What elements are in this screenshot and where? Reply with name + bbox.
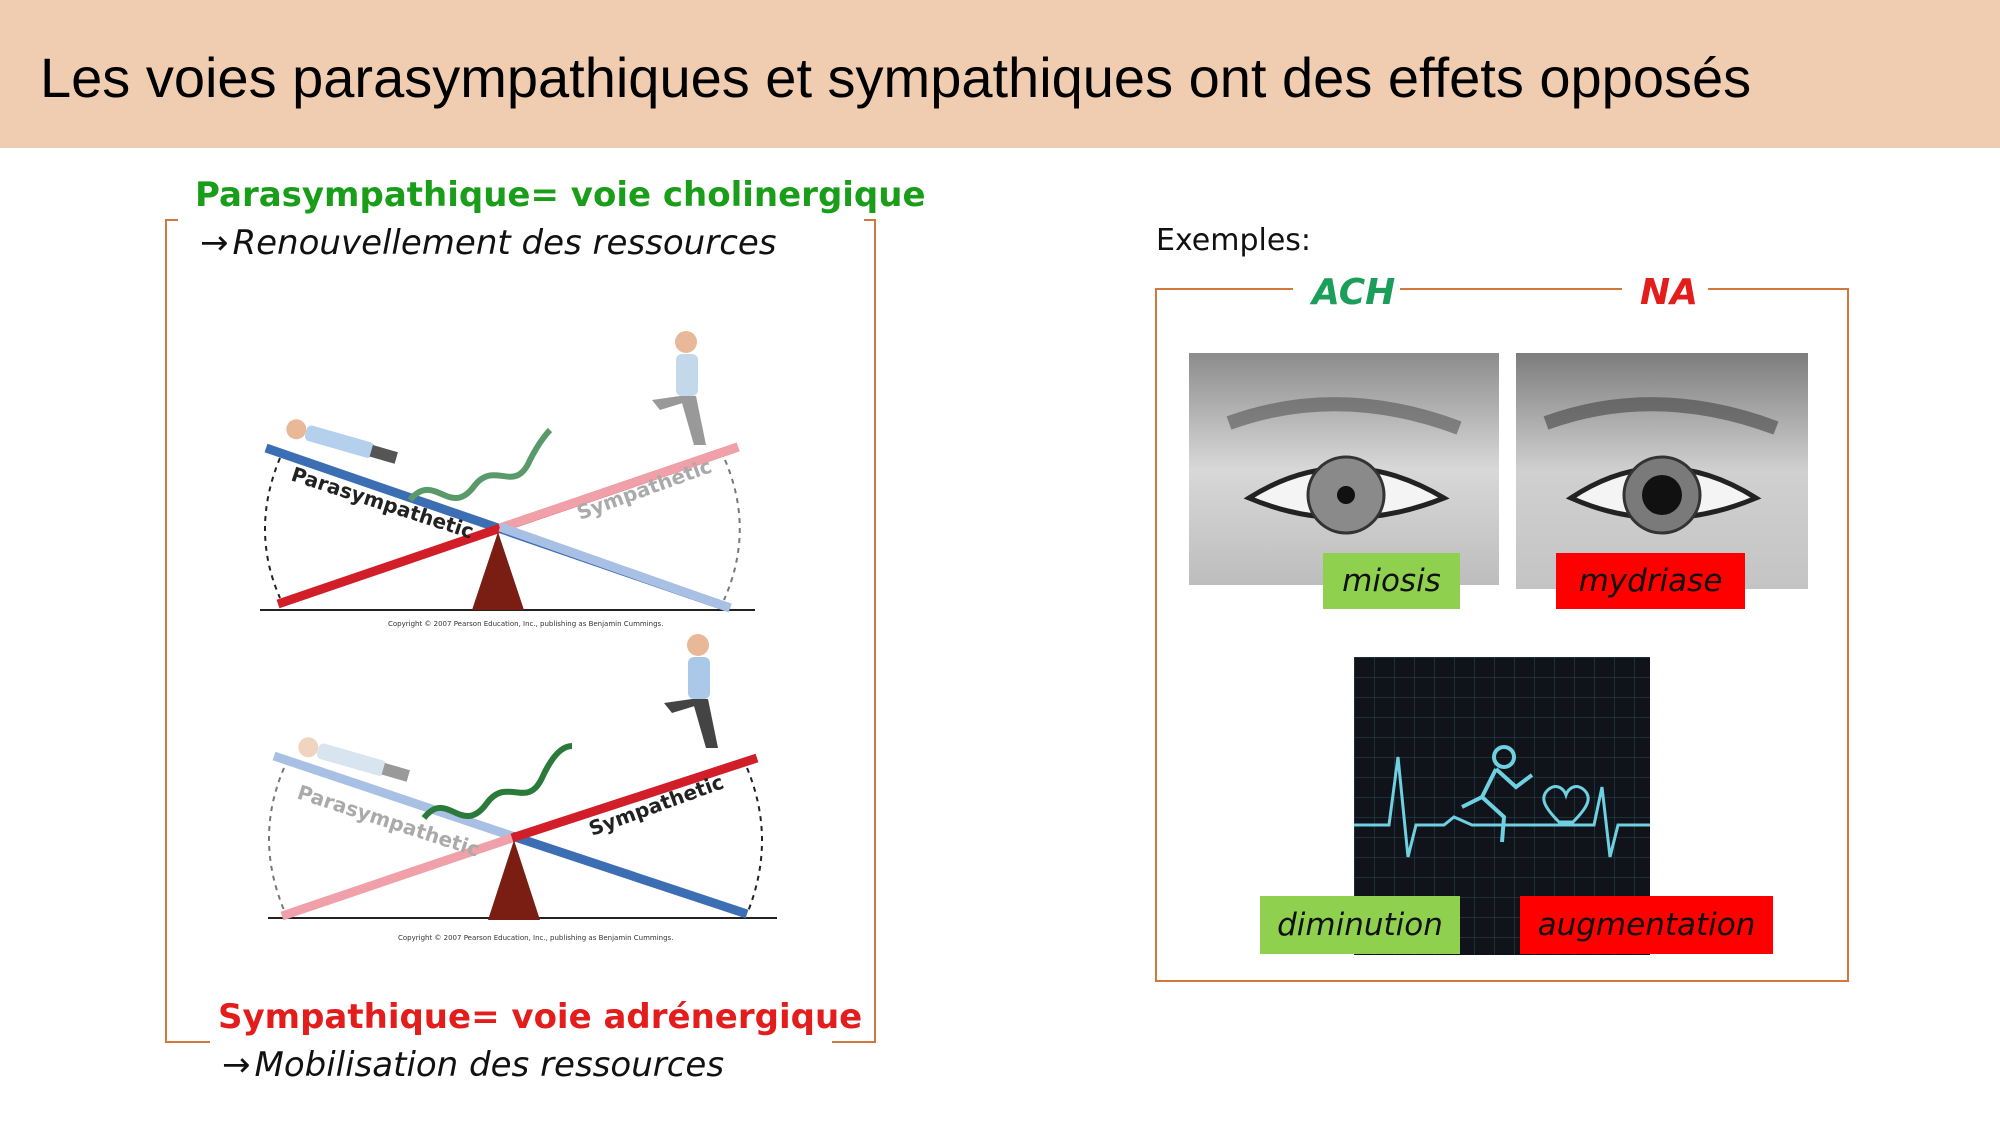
seesaw-diagram-bottom: Parasympathetic Sympathetic Copyright © … xyxy=(268,634,777,942)
running-person-icon xyxy=(664,634,718,748)
sympathetic-heading: Sympathique= voie adrénergique xyxy=(218,997,863,1037)
heart-icon xyxy=(1542,785,1590,824)
miosis-label: miosis xyxy=(1323,553,1460,609)
parasympathetic-heading: Parasympathique= voie cholinergique xyxy=(195,175,926,215)
diagram-label-parasympathetic: Parasympathetic xyxy=(288,462,476,544)
eye-photo-mydriase xyxy=(1516,353,1808,589)
slide-title: Les voies parasympathiques et sympathiqu… xyxy=(40,46,1752,109)
mydriase-label: mydriase xyxy=(1556,553,1745,609)
parasympathetic-sub-text: Renouvellement des ressources xyxy=(232,223,777,263)
diagram-copyright: Copyright © 2007 Pearson Education, Inc.… xyxy=(398,934,673,942)
snake-icon xyxy=(407,427,553,503)
diagram-label-sympathetic: Sympathetic xyxy=(574,454,715,525)
resting-person-icon xyxy=(286,419,398,464)
na-label: NA xyxy=(1640,272,1698,313)
diagram-copyright: Copyright © 2007 Pearson Education, Inc.… xyxy=(388,620,663,628)
augmentation-label: augmentation xyxy=(1520,896,1773,954)
right-example-box xyxy=(1155,288,1849,982)
diminution-label: diminution xyxy=(1260,896,1460,954)
left-bracket xyxy=(165,219,876,1043)
runner-icon xyxy=(1461,745,1534,843)
arrow-right-icon: → xyxy=(200,223,229,263)
snake-icon xyxy=(421,743,573,820)
sympathetic-subtitle: →Mobilisation des ressources xyxy=(222,1045,724,1085)
slide-header: Les voies parasympathiques et sympathiqu… xyxy=(0,0,2000,148)
arrow-right-icon: → xyxy=(222,1045,251,1085)
eye-photo-miosis xyxy=(1189,353,1499,585)
sympathetic-sub-text: Mobilisation des ressources xyxy=(254,1045,725,1085)
resting-person-icon xyxy=(298,737,410,782)
examples-label: Exemples: xyxy=(1156,223,1312,258)
seesaw-diagram-top: Parasympathetic Sympathetic Copyright © … xyxy=(260,331,755,628)
running-person-icon xyxy=(652,331,706,445)
parasympathetic-subtitle: →Renouvellement des ressources xyxy=(200,223,777,263)
ach-label: ACH xyxy=(1312,272,1396,313)
